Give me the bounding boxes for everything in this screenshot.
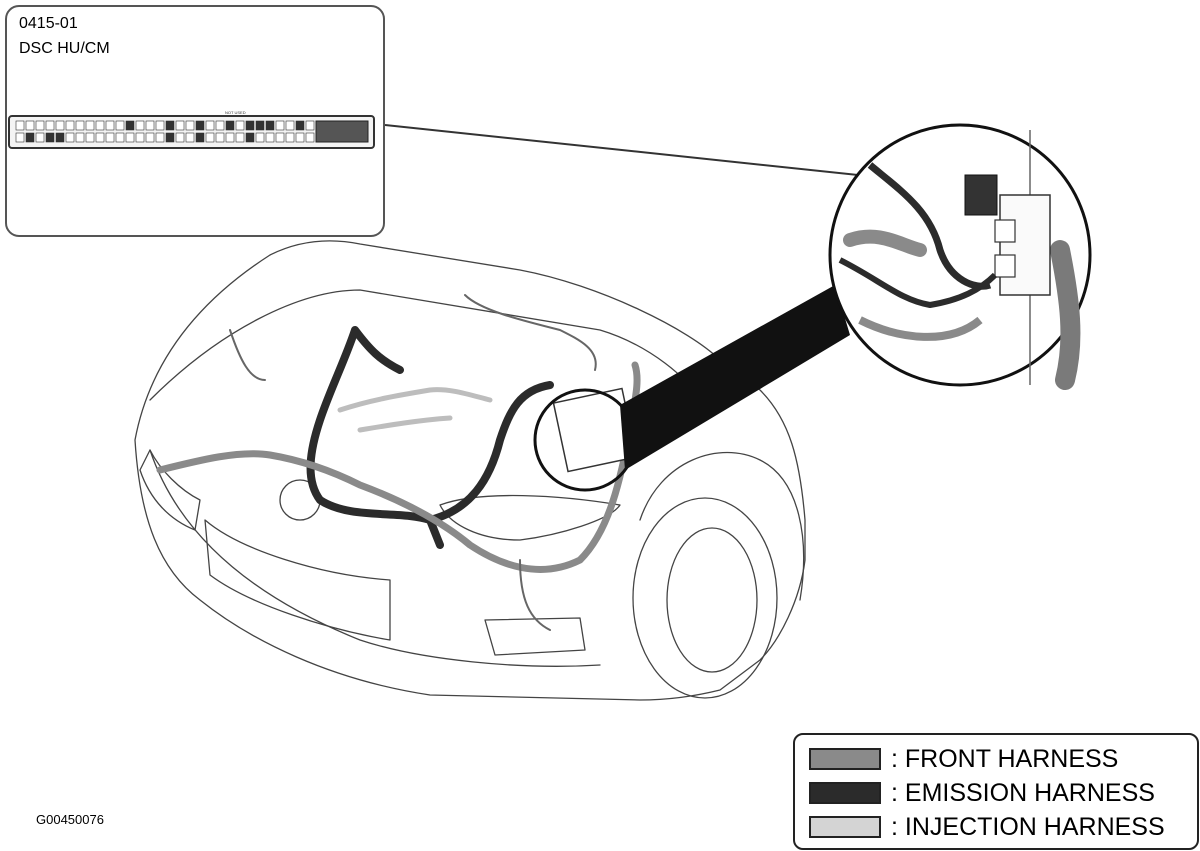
connector-pin — [155, 120, 165, 131]
legend-swatch-emission — [809, 782, 881, 804]
headlight — [439, 494, 621, 541]
connector-pin — [35, 120, 45, 131]
connector-pin — [95, 132, 105, 143]
car-body-outline — [134, 240, 806, 701]
connector-pin — [95, 120, 105, 131]
connector-pin — [115, 120, 125, 131]
connector-pin — [245, 120, 255, 131]
connector-pin — [85, 132, 95, 143]
legend-label-front: : FRONT HARNESS — [891, 744, 1119, 773]
connector-pin — [125, 120, 135, 131]
connector-pin — [275, 132, 285, 143]
connector-pin — [155, 132, 165, 143]
connector-pin — [85, 120, 95, 131]
connector-pin — [285, 120, 295, 131]
callout-component-name: DSC HU/CM — [19, 40, 110, 57]
legend-label-emission: : EMISSION HARNESS — [891, 778, 1155, 807]
connector-power-block — [315, 120, 369, 143]
connector-pin — [205, 120, 215, 131]
figure-id: G00450076 — [36, 812, 104, 827]
connector-pin — [175, 132, 185, 143]
connector-pin — [265, 120, 275, 131]
connector-pin — [75, 120, 85, 131]
harness-legend: : FRONT HARNESS : EMISSION HARNESS : INJ… — [793, 733, 1199, 850]
connector-pinout — [8, 115, 375, 149]
connector-pin — [305, 120, 315, 131]
hood-edge — [149, 289, 701, 401]
connector-pin — [195, 120, 205, 131]
front-wheel-rim — [666, 527, 758, 673]
connector-pin — [145, 120, 155, 131]
connector-pin — [195, 132, 205, 143]
connector-pin — [75, 132, 85, 143]
connector-pin — [245, 132, 255, 143]
front-bumper-line — [149, 449, 601, 667]
front-wheel — [632, 497, 778, 699]
connector-pin — [225, 120, 235, 131]
connector-pin — [125, 132, 135, 143]
left-headlight — [139, 449, 201, 531]
connector-pin — [145, 132, 155, 143]
sensor-wire — [229, 294, 597, 631]
front-grille — [204, 519, 391, 641]
connector-pin — [65, 132, 75, 143]
connector-pin — [225, 132, 235, 143]
connector-pin — [165, 132, 175, 143]
connector-pin — [65, 120, 75, 131]
emission-harness — [306, 326, 554, 549]
connector-pins — [15, 120, 369, 143]
connector-pin — [175, 120, 185, 131]
connector-pin — [45, 120, 55, 131]
detail-magnifier — [828, 123, 1092, 390]
legend-swatch-injection — [809, 816, 881, 838]
connector-pin — [15, 132, 25, 143]
connector-pin — [255, 132, 265, 143]
connector-pin — [25, 132, 35, 143]
injection-harness — [337, 387, 493, 433]
connector-pin — [25, 120, 35, 131]
connector-pin — [275, 120, 285, 131]
connector-pin — [265, 132, 275, 143]
connector-pin — [235, 120, 245, 131]
connector-pin — [255, 120, 265, 131]
connector-pin — [165, 120, 175, 131]
connector-pin — [215, 120, 225, 131]
legend-label-injection: : INJECTION HARNESS — [891, 812, 1165, 841]
connector-pin — [185, 120, 195, 131]
connector-pin — [205, 132, 215, 143]
connector-pin — [105, 132, 115, 143]
connector-pin — [135, 132, 145, 143]
fog-lamp — [484, 617, 586, 656]
connector-pin — [235, 132, 245, 143]
connector-pin — [285, 132, 295, 143]
connector-pin — [135, 120, 145, 131]
wheel-arch — [639, 452, 805, 601]
connector-pin — [45, 132, 55, 143]
connector-pin — [215, 132, 225, 143]
legend-row-front: : FRONT HARNESS — [809, 745, 1118, 773]
connector-pin — [105, 120, 115, 131]
legend-swatch-front — [809, 748, 881, 770]
connector-pin — [185, 132, 195, 143]
connector-pin — [115, 132, 125, 143]
connector-pin — [15, 120, 25, 131]
connector-pin — [295, 120, 305, 131]
connector-note: NOT USED — [225, 110, 246, 115]
magnifier-pointer — [620, 285, 850, 470]
callout-code: 0415-01 — [19, 15, 78, 32]
connector-pin — [35, 132, 45, 143]
legend-row-injection: : INJECTION HARNESS — [809, 813, 1165, 841]
connector-pin — [55, 120, 65, 131]
connector-pin — [55, 132, 65, 143]
connector-pin — [305, 132, 315, 143]
connector-pin — [295, 132, 305, 143]
legend-row-emission: : EMISSION HARNESS — [809, 779, 1155, 807]
